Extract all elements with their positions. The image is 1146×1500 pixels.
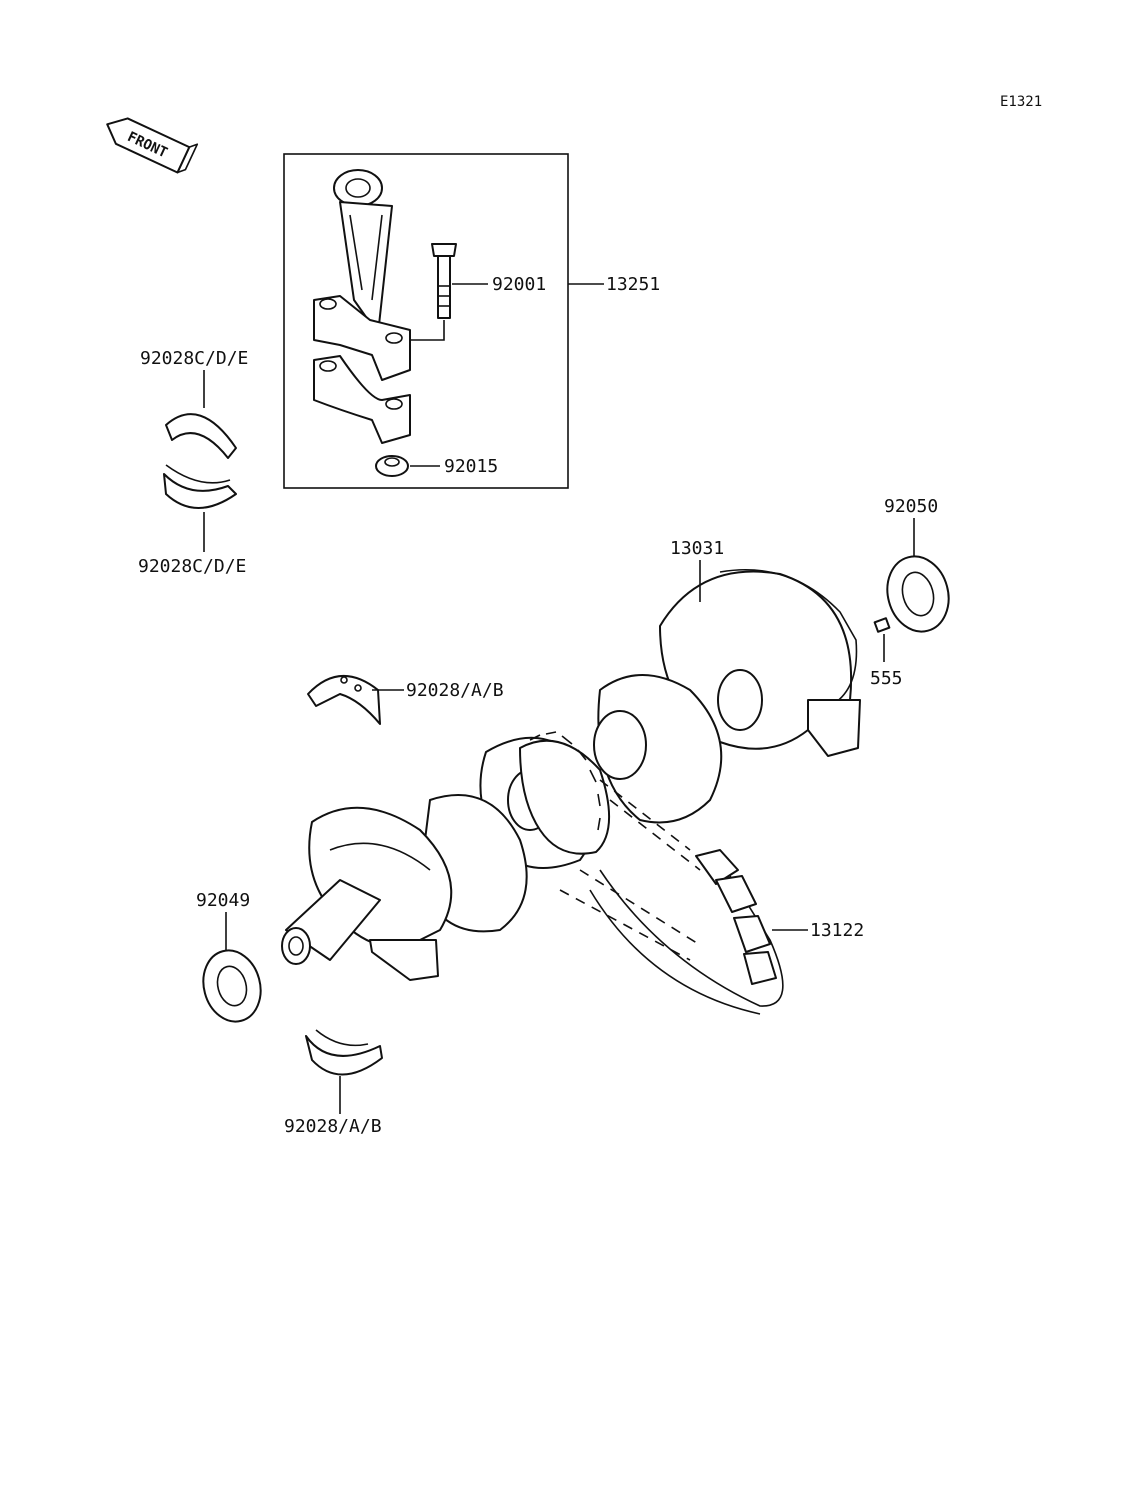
label-main-bearing-upper: 92028/A/B [406, 680, 504, 701]
main-bearing-shell-upper [307, 675, 381, 725]
label-92015: 92015 [444, 456, 498, 477]
label-92050: 92050 [884, 496, 938, 517]
label-13122: 13122 [810, 920, 864, 941]
oil-seal-left [202, 949, 262, 1023]
rod-assembly-box [283, 153, 569, 489]
label-13031: 13031 [670, 538, 724, 559]
oil-seal-right [886, 555, 950, 633]
rod-bearing-shell-upper [165, 413, 237, 459]
label-555: 555 [870, 668, 903, 689]
cam-chain [559, 779, 784, 1015]
label-rod-bearing-lower: 92028C/D/E [138, 556, 246, 577]
rod-bearing-shell-lower [163, 464, 237, 509]
diagram-ref-code: E1321 [1000, 94, 1042, 110]
label-main-bearing-lower: 92028/A/B [284, 1116, 382, 1137]
label-92049: 92049 [196, 890, 250, 911]
label-92001: 92001 [492, 274, 546, 295]
label-rod-bearing-upper: 92028C/D/E [140, 348, 248, 369]
label-13251: 13251 [606, 274, 660, 295]
rod-cap [313, 355, 411, 444]
crankshaft [281, 568, 861, 981]
rod-bolt [431, 243, 457, 319]
pin [873, 617, 891, 633]
front-arrow-icon: FRONT [106, 117, 199, 174]
bolt-leader-line [410, 320, 445, 341]
main-bearing-shell-lower [305, 1029, 383, 1076]
connecting-rod [313, 169, 411, 381]
rod-nut [375, 455, 409, 477]
